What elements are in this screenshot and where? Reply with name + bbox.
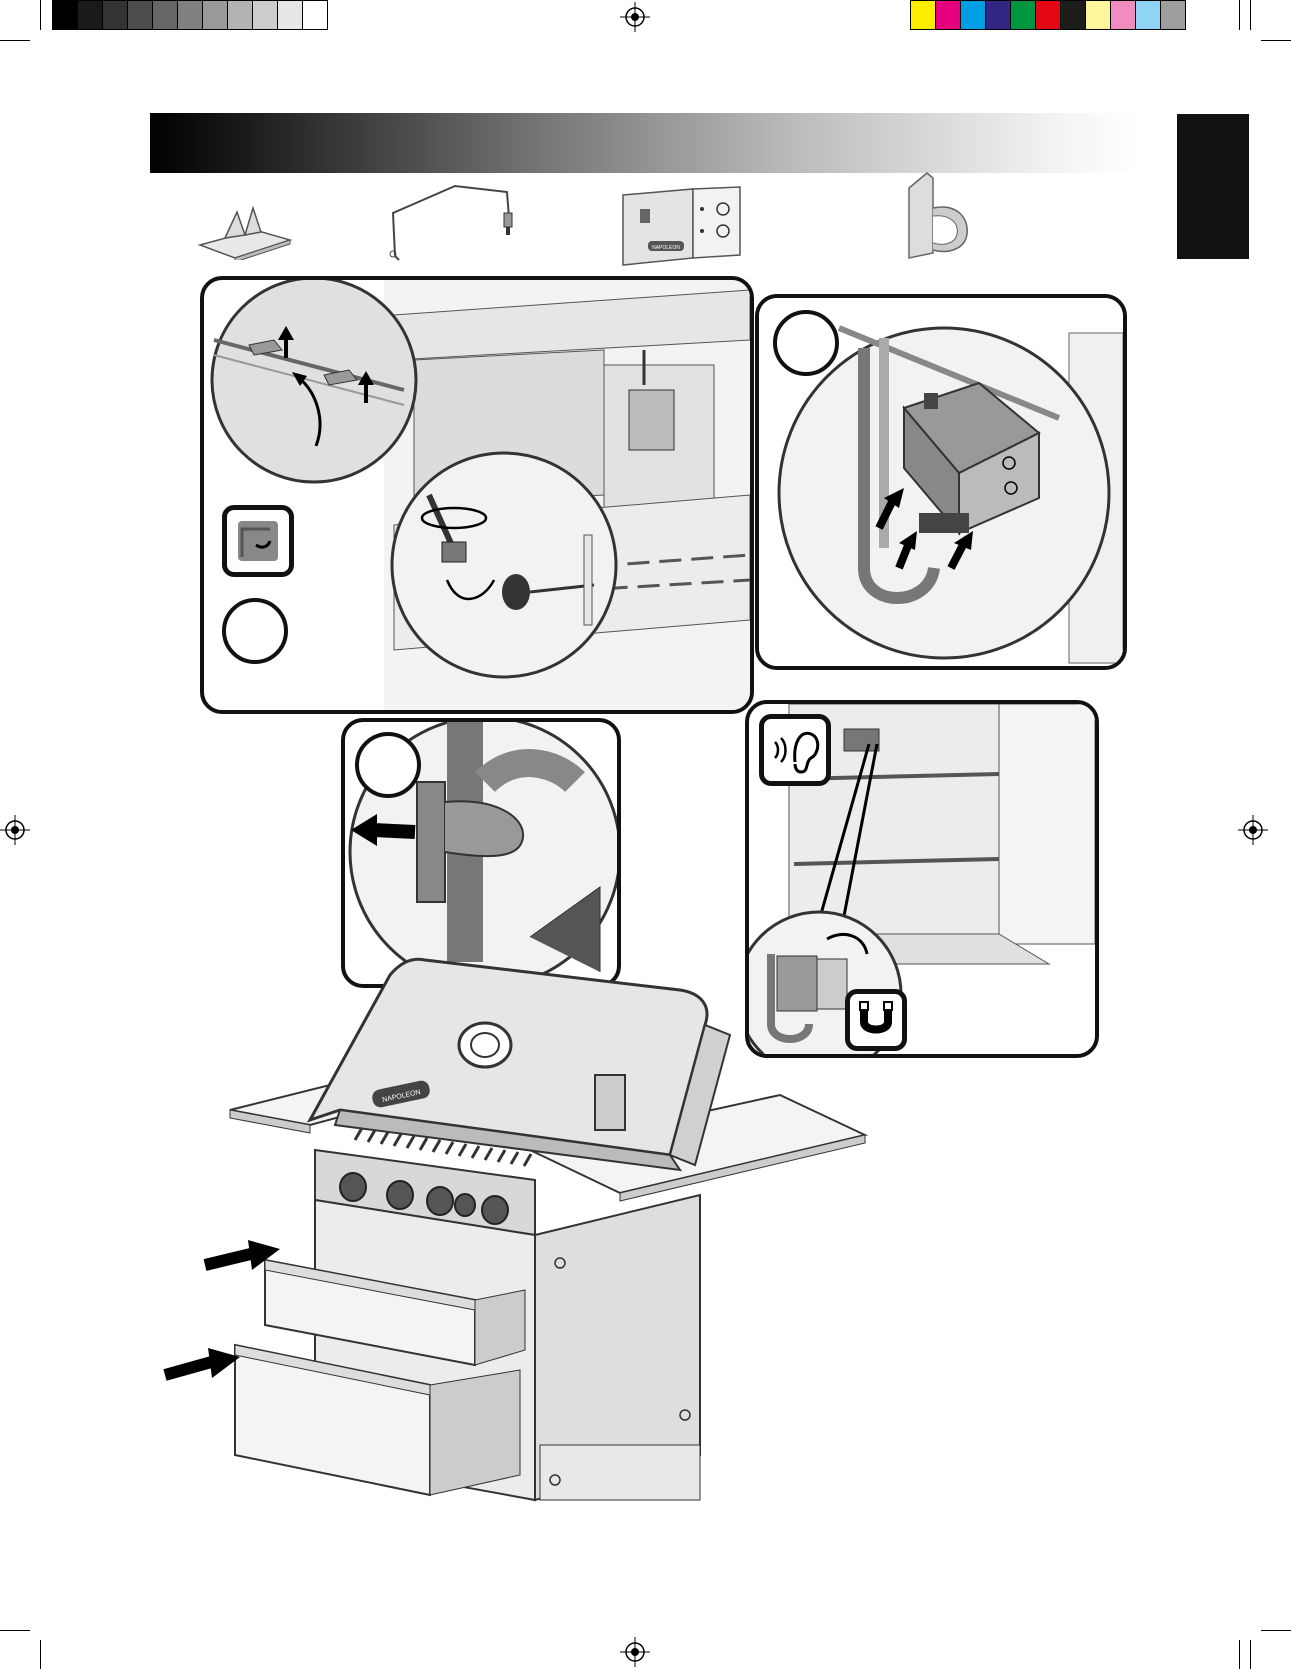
step1-number-circle [222, 598, 288, 664]
color-swatch-0 [911, 1, 935, 29]
color-swatch-4 [1010, 1, 1035, 29]
color-swatch-5 [1035, 1, 1060, 29]
crop-mark [40, 1640, 41, 1669]
color-swatch-10 [1160, 1, 1185, 29]
registration-mark [1238, 815, 1268, 845]
crop-mark [1239, 0, 1240, 30]
crop-mark [1250, 0, 1251, 30]
registration-mark [620, 1637, 650, 1667]
gray-swatch-9 [277, 1, 302, 29]
crop-mark [1250, 1640, 1251, 1669]
gray-swatch-6 [202, 1, 227, 29]
bracket-part-illustration [195, 200, 295, 260]
gray-swatch-4 [152, 1, 177, 29]
color-swatch-8 [1110, 1, 1135, 29]
crop-mark [1239, 1640, 1240, 1669]
section-header-band [150, 113, 1140, 173]
step2-panel [755, 294, 1127, 670]
crop-mark [40, 0, 41, 30]
wire-clip-part-illustration [897, 168, 977, 268]
step1-illustration [204, 280, 750, 710]
color-swatch-7 [1085, 1, 1110, 29]
step2-number-circle [773, 310, 839, 376]
registration-mark [620, 2, 650, 32]
language-tab [1177, 114, 1249, 259]
color-swatch-3 [985, 1, 1010, 29]
section-title [150, 113, 1140, 141]
gray-swatch-5 [177, 1, 202, 29]
grill-assembly-illustration: NAPOLEON [140, 935, 870, 1560]
crop-mark [0, 1630, 30, 1631]
grayscale-color-bar [52, 0, 328, 30]
screwdriver-icon [222, 505, 294, 577]
gray-swatch-7 [227, 1, 252, 29]
gray-swatch-10 [302, 1, 327, 29]
gray-swatch-3 [127, 1, 152, 29]
crop-mark [1261, 40, 1291, 41]
color-swatch-6 [1060, 1, 1085, 29]
crop-mark [0, 40, 30, 41]
control-module-part-illustration: NAPOLEON [618, 183, 743, 268]
ear-sound-icon [759, 714, 831, 786]
probe-wire-part-illustration [385, 178, 515, 263]
step1-panel [200, 276, 754, 714]
color-swatch-2 [960, 1, 985, 29]
gray-swatch-8 [252, 1, 277, 29]
cmyk-color-bar [910, 0, 1186, 30]
crop-mark [1261, 1630, 1291, 1631]
gray-swatch-1 [77, 1, 102, 29]
color-swatch-9 [1135, 1, 1160, 29]
gray-swatch-0 [53, 1, 77, 29]
color-swatch-1 [935, 1, 960, 29]
registration-mark [0, 815, 30, 845]
napoleon-logo: NAPOLEON [652, 245, 680, 251]
step3-number-circle [355, 732, 421, 798]
gray-swatch-2 [102, 1, 127, 29]
